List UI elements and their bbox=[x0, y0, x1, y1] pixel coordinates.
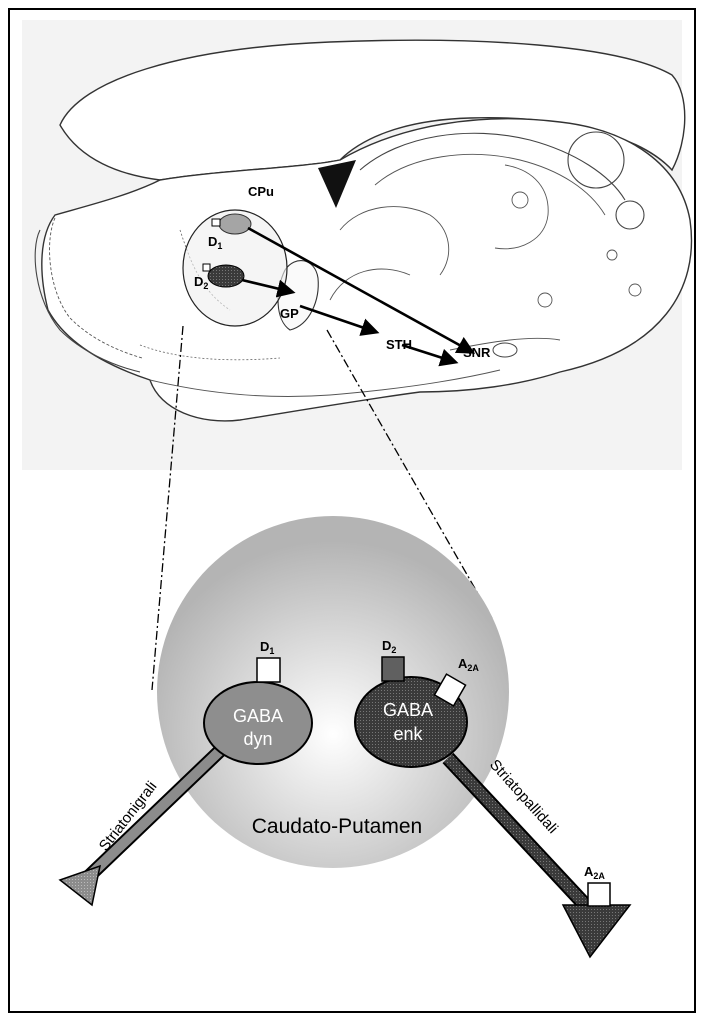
label-sth: STH bbox=[386, 337, 412, 352]
label-snr: SNR bbox=[463, 345, 491, 360]
neuron-left-line1: GABA bbox=[233, 706, 283, 726]
d1-receptor-small bbox=[212, 219, 220, 226]
striatonigral-terminal bbox=[60, 866, 100, 905]
terminal-a2a-receptor bbox=[588, 883, 610, 906]
d1-cell bbox=[219, 214, 251, 234]
neuron-right-line1: GABA bbox=[383, 700, 433, 720]
d1-receptor bbox=[257, 658, 280, 682]
brain-section: CPu D1 D2 GP STH SNR bbox=[22, 20, 691, 470]
region-label: Caudato-Putamen bbox=[252, 815, 422, 838]
d2-cell bbox=[208, 265, 244, 287]
d2-receptor-small bbox=[203, 264, 210, 271]
label-cpu: CPu bbox=[248, 184, 274, 199]
d2-receptor bbox=[382, 657, 404, 681]
neuron-left-line2: dyn bbox=[243, 729, 272, 749]
label-terminal-receptor: A2A bbox=[584, 864, 605, 881]
label-gp: GP bbox=[280, 306, 299, 321]
striatopallidal-terminal bbox=[563, 905, 630, 957]
pathway-right-label: Striatopallidali bbox=[486, 756, 561, 837]
neuron-right-line2: enk bbox=[393, 724, 423, 744]
